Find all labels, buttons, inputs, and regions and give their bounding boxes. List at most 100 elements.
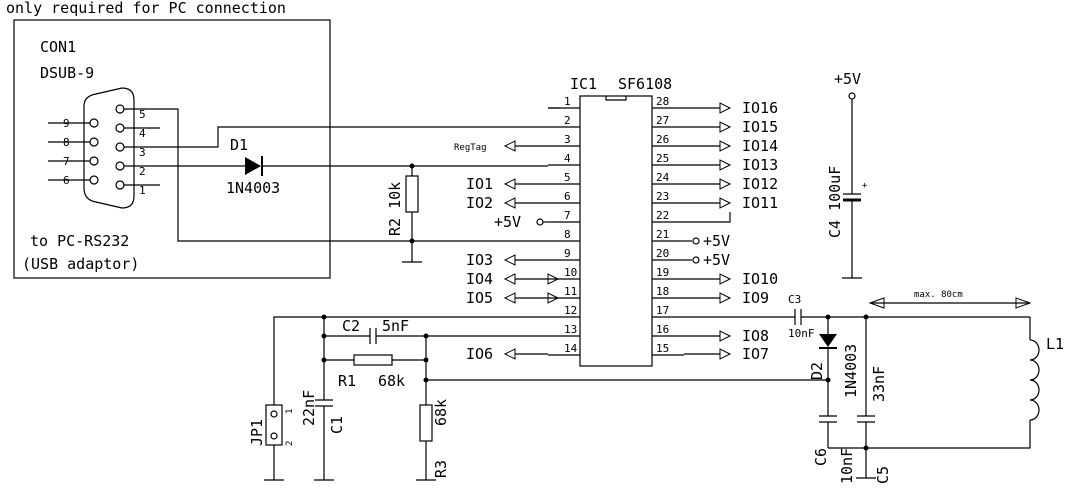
d1-ref: D1 [230,136,248,154]
con1-pin-9: 9 [63,117,70,130]
io11-label: IO11 [742,194,778,212]
con1-note-line1: to PC-RS232 [30,232,129,250]
ic1-ref: IC1 [570,75,597,93]
io1-label: IO1 [466,175,493,193]
r1-ref: R1 [338,372,356,390]
l1-ref: L1 [1046,335,1064,353]
con1-pin-3: 3 [139,146,146,159]
ic1-pin-left-label: 11 [564,285,577,298]
ic1-pin-right-label: 21 [656,228,669,241]
con1-pin-8: 8 [63,136,70,149]
io16-label: IO16 [742,99,778,117]
ic1-pin-right-label: 16 [656,323,669,336]
ic1-pin-right-label: 28 [656,95,669,108]
io13-label: IO13 [742,156,778,174]
ic1-pin-right-label: 26 [656,133,669,146]
ic1-pin-right-label: 23 [656,190,669,203]
io10-label: IO10 [742,270,778,288]
ic1-pin-right-label: 24 [656,171,670,184]
ic1-pin-left-label: 4 [564,152,571,165]
ic1-pin-right-label: 25 [656,152,669,165]
d1-diode [245,156,263,176]
ic-right-connections [684,102,732,360]
svg-text:+: + [862,181,868,191]
max-length-label: max. 80cm [914,290,963,300]
ic1-pin-left-label: 2 [564,114,571,127]
c2-value: 5nF [382,317,409,335]
antenna-network [684,297,1040,479]
ic1-pin-left-label: 10 [564,266,577,279]
rc-network [264,314,828,481]
con1-pin-1: 1 [139,184,146,197]
ic1-pin-left-label: 9 [564,247,571,260]
header-note: only required for PC connection [6,0,286,17]
c4-label: C4 100uF [826,166,844,238]
io2-label: IO2 [466,194,493,212]
con1-pin-6: 6 [63,174,70,187]
jp1-pin1: 1 [285,409,295,414]
con1-type: DSUB-9 [40,64,94,82]
io7-label: IO7 [742,345,769,363]
ic1-pin-left-label: 6 [564,190,571,203]
d2-value: 1N4003 [842,344,860,398]
r2-resistor [402,163,422,263]
con1-note-line2: (USB adaptor) [22,255,139,273]
con1-pin-2: 2 [139,165,146,178]
vcc-pin20-label: +5V [703,251,730,269]
ic1-pin-right-label: 15 [656,342,669,355]
ic1-notch [605,96,627,101]
ic1-pin-left-label: 3 [564,133,571,146]
c6-ref: C6 [812,448,830,466]
io4-label: IO4 [466,270,493,288]
c3-value: 10nF [788,327,815,340]
ic1-pin-left-label: 1 [564,95,571,108]
con1-ref: CON1 [40,38,76,56]
r2-label: R2 10k [386,182,404,236]
c2-ref: C2 [342,317,360,335]
r1-value: 68k [378,372,405,390]
io12-label: IO12 [742,175,778,193]
c5-ref: C5 [874,466,892,484]
ic1-pin-left-label: 14 [564,342,578,355]
io8-label: IO8 [742,327,769,345]
dsub9-shell [83,87,135,209]
ic1-part: SF6108 [618,75,672,93]
io15-label: IO15 [742,118,778,136]
ic1-pin-right-label: 22 [656,209,669,222]
ic1-pin-left-label: 5 [564,171,571,184]
c1-value: 22nF [300,390,318,426]
d1-value: 1N4003 [226,179,280,197]
jp1-ref: JP1 [248,419,266,446]
r3-ref: R3 [432,460,450,478]
ic1-pin-right-label: 20 [656,247,669,260]
regtag-label: RegTag [454,143,487,153]
c1-ref: C1 [328,416,346,434]
c6-value: 10nF [838,448,856,484]
c5-value: 33nF [870,366,888,402]
dsub9-pins [48,104,160,190]
ic1-pin-right-label: 17 [656,304,669,317]
vcc-pin7-label: +5V [494,213,521,231]
vcc-pin21-label: +5V [703,232,730,250]
con1-wires [160,108,548,242]
d2-ref: D2 [808,362,826,380]
con1-pin-7: 7 [63,155,70,168]
io5-label: IO5 [466,289,493,307]
ic-left-connections [503,107,560,360]
io14-label: IO14 [742,137,778,155]
pc-connection-box [13,19,331,279]
ic1-pin-right-label: 19 [656,266,669,279]
ic1-pin-right-label: 27 [656,114,669,127]
io9-label: IO9 [742,289,769,307]
io6-label: IO6 [466,345,493,363]
ic1-body [579,95,653,367]
ic1-pin-left-label: 8 [564,228,571,241]
c4-vcc-label: +5V [834,70,861,88]
c3-ref: C3 [788,293,801,306]
ic1-pin-left-label: 7 [564,209,571,222]
ic1-pin-left-label: 13 [564,323,577,336]
